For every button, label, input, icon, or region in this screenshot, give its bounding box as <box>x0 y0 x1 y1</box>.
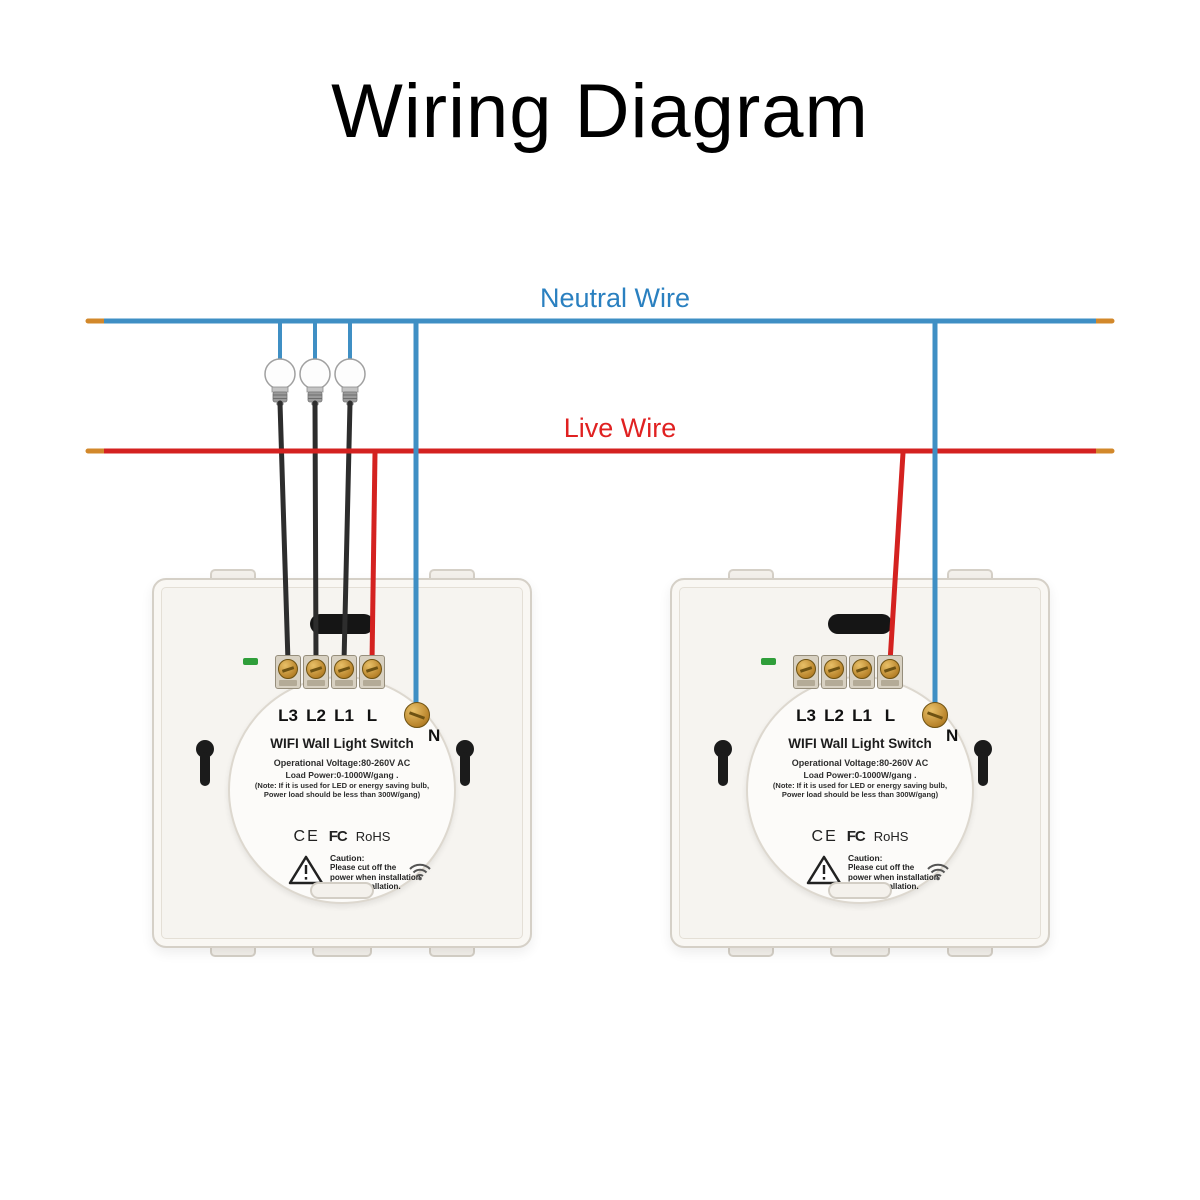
page-title: Wiring Diagram <box>331 69 869 154</box>
terminal-clamp <box>335 680 353 686</box>
rohs-mark: RoHS <box>355 829 391 844</box>
terminal-screw <box>362 659 382 679</box>
terminal-l2 <box>303 655 329 689</box>
wall-switch-left: WIFI Wall Light Switch Operational Volta… <box>152 569 532 957</box>
fcc-mark: FC <box>846 828 866 845</box>
product-name: WIFI Wall Light Switch <box>788 736 932 751</box>
keyhole-slot-left <box>714 740 732 788</box>
mounting-tab <box>210 569 256 580</box>
neutral-terminal-screw <box>404 702 430 728</box>
spec-line: (Note: If it is used for LED or energy s… <box>772 781 948 790</box>
terminal-label-l: L <box>366 706 378 725</box>
terminal-label-l1: L1 <box>852 706 872 725</box>
warning-icon <box>288 855 324 885</box>
mounting-tab <box>947 569 993 580</box>
spec-line: Power load should be less than 300W/gang… <box>263 790 421 799</box>
terminal-l3 <box>275 655 301 689</box>
mounting-tab <box>210 946 256 957</box>
mounting-tab <box>947 946 993 957</box>
terminal-clamp <box>825 680 843 686</box>
warning-icon <box>806 855 842 885</box>
rohs-mark: RoHS <box>873 829 909 844</box>
light-bulb <box>264 358 296 406</box>
neutral-terminal-label: N <box>946 726 959 745</box>
wall-switch-right: WIFI Wall Light Switch Operational Volta… <box>670 569 1050 957</box>
terminal-clamp <box>307 680 325 686</box>
keyhole-slot-right <box>974 740 992 788</box>
certification-marks: CE FC RoHS <box>748 828 972 846</box>
terminal-l <box>359 655 385 689</box>
terminal-screw <box>880 659 900 679</box>
terminal-label-l2: L2 <box>306 706 326 725</box>
terminal-l1 <box>849 655 875 689</box>
neutral-terminal-label: N <box>428 726 441 745</box>
mounting-tab <box>429 569 475 580</box>
terminal-l2 <box>821 655 847 689</box>
terminal-clamp <box>853 680 871 686</box>
live-wire-label: Live Wire <box>563 413 677 443</box>
terminal-label-l2: L2 <box>824 706 844 725</box>
top-slot <box>310 614 374 634</box>
terminal-clamp <box>363 680 381 686</box>
status-led <box>761 658 776 665</box>
terminal-clamp <box>881 680 899 686</box>
mounting-tab <box>728 946 774 957</box>
terminal-screw <box>278 659 298 679</box>
terminal-l3 <box>793 655 819 689</box>
fcc-mark: FC <box>328 828 348 845</box>
wifi-icon <box>409 863 431 881</box>
caution-line: power when installation <box>330 872 421 882</box>
light-bulb <box>334 358 366 406</box>
certification-marks: CE FC RoHS <box>230 828 454 846</box>
terminal-screw <box>334 659 354 679</box>
terminal-clamp <box>279 680 297 686</box>
top-slot <box>828 614 892 634</box>
spec-line: (Note: If it is used for LED or energy s… <box>254 781 430 790</box>
spec-line: Operational Voltage:80-260V AC <box>791 758 929 768</box>
spec-line: Power load should be less than 300W/gang… <box>781 790 939 799</box>
caution-line: power when installation <box>848 872 939 882</box>
light-bulb <box>299 358 331 406</box>
keyhole-slot-left <box>196 740 214 788</box>
terminal-label-l3: L3 <box>796 706 816 725</box>
terminal-screw <box>306 659 326 679</box>
terminal-screw <box>824 659 844 679</box>
terminal-label-l3: L3 <box>278 706 298 725</box>
terminal-label-l1: L1 <box>334 706 354 725</box>
spec-line: Operational Voltage:80-260V AC <box>273 758 411 768</box>
caution-title: Caution: <box>330 853 365 863</box>
wifi-icon <box>927 863 949 881</box>
status-led <box>243 658 258 665</box>
caution-line: Please cut off the <box>848 863 915 872</box>
mounting-tab <box>728 569 774 580</box>
terminal-label-l: L <box>884 706 896 725</box>
neutral-wire-label: Neutral Wire <box>539 283 691 313</box>
ce-mark: CE <box>811 828 838 845</box>
terminal-screw <box>796 659 816 679</box>
terminal-l <box>877 655 903 689</box>
product-name: WIFI Wall Light Switch <box>270 736 414 751</box>
caution-line: Please cut off the <box>330 863 397 872</box>
terminal-clamp <box>797 680 815 686</box>
mounting-tab <box>312 946 372 957</box>
terminal-screw <box>852 659 872 679</box>
ce-mark: CE <box>293 828 320 845</box>
mounting-tab <box>429 946 475 957</box>
spec-line: Load Power:0-1000W/gang . <box>803 770 917 780</box>
terminal-l1 <box>331 655 357 689</box>
neutral-terminal-screw <box>922 702 948 728</box>
bottom-slot <box>828 882 892 899</box>
spec-line: Load Power:0-1000W/gang . <box>285 770 399 780</box>
mounting-tab <box>830 946 890 957</box>
bottom-slot <box>310 882 374 899</box>
caution-title: Caution: <box>848 853 883 863</box>
keyhole-slot-right <box>456 740 474 788</box>
